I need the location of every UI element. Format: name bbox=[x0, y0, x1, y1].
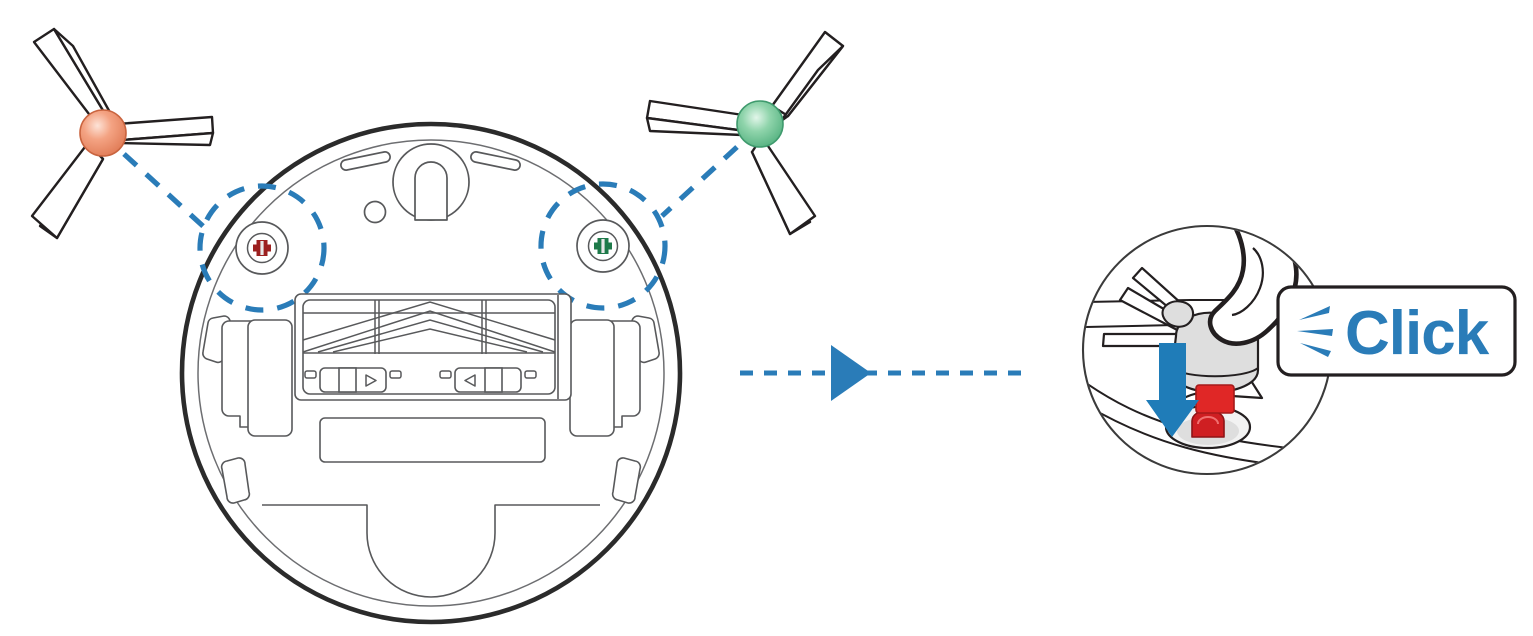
alignment-leader-left bbox=[122, 152, 206, 229]
latch-tab bbox=[304, 370, 317, 379]
mount-post-red-slot bbox=[260, 241, 264, 255]
latch-arrow-icon bbox=[365, 374, 377, 387]
latch-tab bbox=[524, 370, 537, 379]
magnified-click-detail[interactable]: Click bbox=[1081, 206, 1517, 499]
side-brush-left-orange[interactable] bbox=[30, 27, 215, 240]
charging-contact-left bbox=[340, 151, 391, 171]
highlight-circle-left bbox=[197, 183, 327, 313]
brush-hub bbox=[79, 109, 127, 157]
brush-blade bbox=[750, 135, 817, 236]
side-brush-mount-left[interactable] bbox=[235, 221, 289, 275]
robot-inner-rim bbox=[197, 139, 665, 607]
brush-bristles bbox=[302, 300, 556, 354]
press-down-arrow bbox=[1146, 343, 1199, 437]
main-brush-roller[interactable] bbox=[294, 293, 572, 401]
brush-blade bbox=[645, 99, 745, 137]
brush-blade bbox=[770, 30, 845, 123]
charging-contact-right bbox=[470, 151, 521, 171]
mount-post-green-slot bbox=[601, 239, 605, 253]
brush-latch-left[interactable] bbox=[304, 367, 402, 393]
dust-bin-cover bbox=[319, 417, 546, 463]
side-brush-mount-right[interactable] bbox=[576, 219, 630, 273]
inset-brush-hub-knob bbox=[1161, 300, 1195, 328]
highlight-circle-right bbox=[538, 181, 668, 311]
side-brush-right-green[interactable] bbox=[645, 30, 845, 236]
cliff-sensor-slot-lower-right bbox=[611, 457, 642, 504]
latch-tab bbox=[439, 370, 452, 379]
arrowhead-icon bbox=[831, 345, 871, 401]
click-sound-rays-icon bbox=[1297, 306, 1333, 357]
cliff-sensor-slot-lower-left bbox=[220, 457, 251, 504]
robot-vacuum-underside[interactable] bbox=[179, 121, 683, 625]
brush-blade bbox=[115, 115, 215, 147]
caster-wheel bbox=[414, 161, 448, 221]
latch-tab bbox=[389, 370, 402, 379]
mount-socket-peg-red bbox=[1191, 409, 1225, 438]
brush-latch-right[interactable] bbox=[439, 367, 537, 393]
latch-arrow-icon bbox=[464, 374, 476, 387]
bottom-bumper-cutout bbox=[262, 504, 600, 598]
drive-wheel-right bbox=[569, 319, 641, 437]
inset-brush-peg-red bbox=[1195, 384, 1235, 414]
drop-sensor-dot bbox=[363, 200, 387, 224]
brush-blade bbox=[30, 141, 105, 240]
step-transition-arrow bbox=[740, 345, 1025, 401]
click-callout: Click bbox=[1276, 285, 1517, 377]
click-bubble bbox=[1276, 285, 1517, 377]
brush-blade bbox=[32, 27, 114, 120]
click-label: Click bbox=[1345, 299, 1490, 368]
socket-peg-highlight bbox=[1197, 416, 1219, 425]
brush-hub bbox=[736, 100, 784, 148]
drive-wheel-left bbox=[221, 319, 293, 437]
alignment-leader-right bbox=[660, 145, 739, 218]
